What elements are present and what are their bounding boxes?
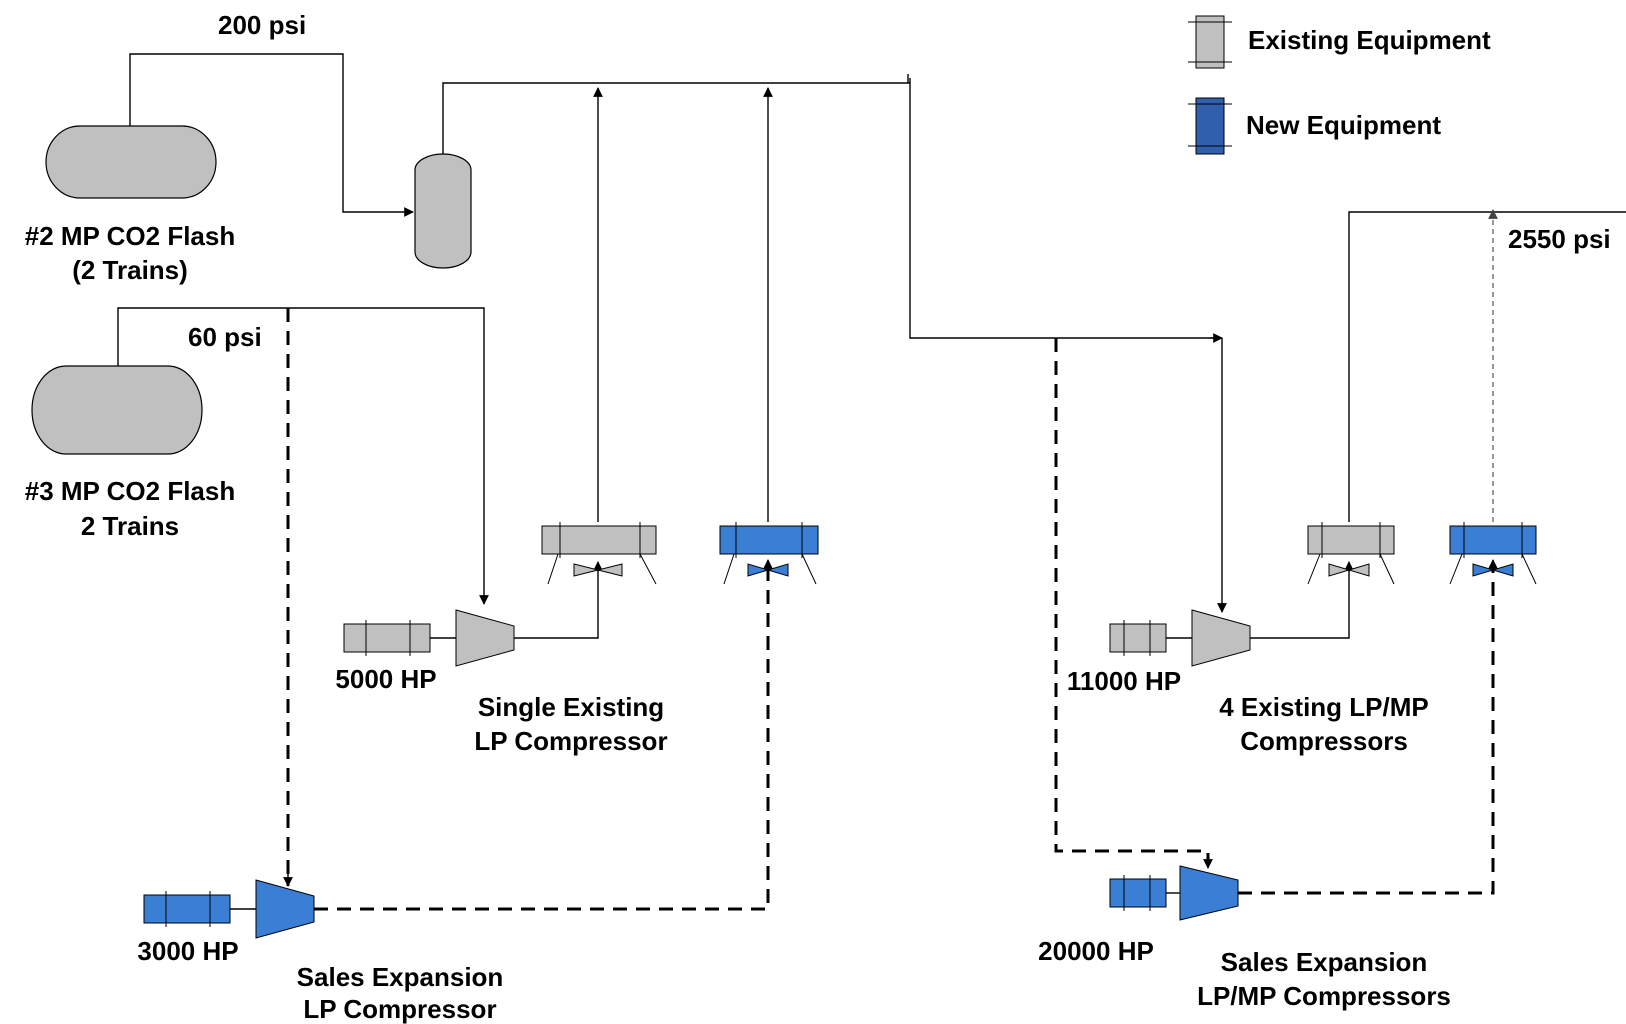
flash3-label-line1: #3 MP CO2 Flash bbox=[25, 476, 236, 506]
motor-5000hp bbox=[343, 620, 431, 656]
hp-20000-label: 20000 HP bbox=[1038, 936, 1154, 966]
knockout-drum bbox=[414, 153, 472, 269]
hp-5000-label: 5000 HP bbox=[335, 664, 436, 694]
fan-blade-icon bbox=[573, 563, 623, 577]
sales-lpmp-label-line2: LP/MP Compressors bbox=[1197, 981, 1451, 1011]
motor-3000hp bbox=[143, 891, 231, 927]
single-existing-label-line1: Single Existing bbox=[478, 692, 664, 722]
sales-lp-label-line1: Sales Expansion bbox=[297, 962, 504, 992]
fin-fan-cooler-icon bbox=[1307, 525, 1395, 555]
horizontal-vessel-icon bbox=[31, 365, 203, 455]
pressure-60-label: 60 psi bbox=[188, 322, 262, 352]
pressure-200-label: 200 psi bbox=[218, 10, 306, 40]
legend-existing-label: Existing Equipment bbox=[1248, 25, 1491, 55]
fin-fan-cooler-icon bbox=[541, 525, 657, 555]
flash-vessel-2 bbox=[45, 125, 217, 199]
legend-new: New Equipment bbox=[1188, 97, 1441, 155]
flash2-label-line2: (2 Trains) bbox=[72, 255, 188, 285]
pressure-2550-label: 2550 psi bbox=[1508, 224, 1611, 254]
new-equipment-swatch-icon bbox=[1195, 97, 1225, 155]
motor-driver-icon bbox=[343, 623, 431, 653]
legend: Existing Equipment New Equipment bbox=[1188, 15, 1491, 155]
existing-cooler-lpmp bbox=[1307, 522, 1395, 585]
hp-11000-label: 11000 HP bbox=[1067, 666, 1181, 696]
compressor-icon bbox=[255, 879, 315, 939]
hp-3000-label: 3000 HP bbox=[137, 936, 238, 966]
fin-fan-cooler-icon bbox=[1449, 525, 1537, 555]
motor-driver-icon bbox=[1109, 878, 1167, 908]
new-cooler-lpmp bbox=[1449, 522, 1537, 585]
four-existing-label-line2: Compressors bbox=[1240, 726, 1408, 756]
compressor-icon bbox=[455, 609, 515, 667]
motor-driver-icon bbox=[1109, 623, 1167, 653]
existing-equipment-swatch-icon bbox=[1195, 15, 1225, 69]
horizontal-vessel-icon bbox=[45, 125, 217, 199]
fan-blade-icon bbox=[747, 563, 789, 577]
fan-blade-icon bbox=[1472, 563, 1514, 577]
vertical-drum-icon bbox=[414, 153, 472, 269]
solid-process-lines bbox=[117, 53, 1626, 910]
flash3-label-line2: 2 Trains bbox=[81, 511, 179, 541]
new-cooler-lp bbox=[719, 522, 819, 585]
motor-driver-icon bbox=[143, 894, 231, 924]
sales-lp-label-line2: LP Compressor bbox=[303, 994, 496, 1024]
fin-fan-cooler-icon bbox=[719, 525, 819, 555]
four-existing-label-line1: 4 Existing LP/MP bbox=[1219, 692, 1429, 722]
compressor-icon bbox=[1191, 609, 1251, 667]
fan-blade-icon bbox=[1328, 563, 1370, 577]
legend-existing: Existing Equipment bbox=[1188, 15, 1491, 69]
sales-lpmp-label-line1: Sales Expansion bbox=[1221, 947, 1428, 977]
single-existing-label-line2: LP Compressor bbox=[474, 726, 667, 756]
flash2-label-line1: #2 MP CO2 Flash bbox=[25, 221, 236, 251]
compressor-icon bbox=[1179, 865, 1239, 921]
flash-vessel-3 bbox=[31, 365, 203, 455]
dashed-new-lines bbox=[283, 209, 1498, 911]
motor-20000hp bbox=[1109, 875, 1167, 911]
motor-11000hp bbox=[1109, 620, 1167, 656]
legend-new-label: New Equipment bbox=[1246, 110, 1441, 140]
existing-cooler-lp bbox=[541, 522, 657, 585]
